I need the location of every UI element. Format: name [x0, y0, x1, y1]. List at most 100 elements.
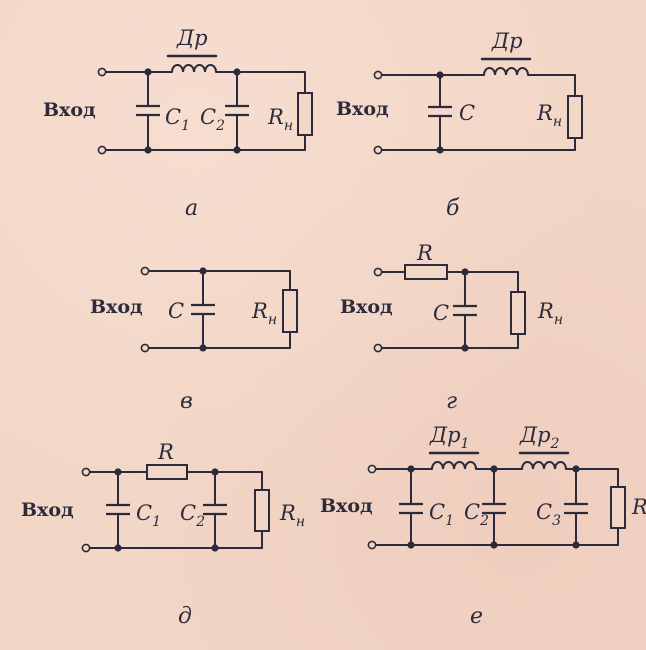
caption-b: б: [446, 196, 460, 221]
node-e: [572, 541, 580, 549]
node-a: [233, 146, 241, 154]
caption-v: в: [180, 389, 193, 414]
rn-label-b: Rн: [536, 101, 562, 130]
inductor-2-label-e: Др2: [519, 423, 560, 452]
wires-d: [85, 471, 263, 549]
node-g: [461, 268, 469, 276]
inductor-a: [166, 54, 218, 73]
node-a: [144, 146, 152, 154]
input-terminal-g: [373, 267, 383, 277]
rn-label-d: Rн: [279, 501, 305, 530]
capacitor-c3-e: [564, 502, 588, 515]
wires-g: [377, 271, 519, 349]
inductor-label-a: Др: [176, 26, 208, 50]
input-terminal-a: [97, 145, 107, 155]
c1-label-e: C1: [429, 500, 454, 529]
c1-label-a: C1: [165, 105, 190, 134]
input-label-d: Вход: [21, 499, 74, 521]
c2-label-e: C2: [464, 500, 489, 529]
circuit-a: Вход Др C1 C2 Rн а: [43, 26, 313, 221]
node-e: [490, 465, 498, 473]
rn-label-a: Rн: [267, 105, 293, 134]
c-label-b: C: [459, 101, 475, 125]
node-e: [490, 541, 498, 549]
input-terminal-v: [140, 343, 150, 353]
c1-label-d: C1: [136, 501, 161, 530]
inductor-b: [480, 57, 532, 76]
capacitor-c1-e: [399, 502, 423, 515]
node-d: [114, 468, 122, 476]
capacitor-c2-a: [225, 104, 249, 117]
rn-label-e: Rн: [631, 495, 646, 524]
c-label-v: C: [168, 299, 184, 323]
wires-b: [377, 74, 576, 151]
node-a: [233, 68, 241, 76]
inductor-1-e: [428, 451, 480, 470]
load-resistor-v: [282, 289, 298, 333]
input-terminal-e: [367, 540, 377, 550]
input-label-e: Вход: [320, 495, 373, 517]
node-b: [436, 146, 444, 154]
input-terminal-d: [81, 543, 91, 553]
node-d: [211, 468, 219, 476]
node-v: [199, 344, 207, 352]
load-resistor-a: [297, 92, 313, 136]
input-terminal-d: [81, 467, 91, 477]
node-e: [407, 541, 415, 549]
load-resistor-e: [610, 486, 626, 529]
input-label-b: Вход: [336, 98, 389, 120]
node-a: [144, 68, 152, 76]
circuit-d: Вход R C1 C2 Rн д: [21, 440, 305, 629]
input-terminal-g: [373, 343, 383, 353]
caption-g: г: [446, 389, 457, 414]
circuit-g: Вход R C Rн г: [340, 241, 563, 414]
node-d: [211, 544, 219, 552]
capacitor-c1-d: [106, 503, 130, 516]
c2-label-d: C2: [180, 501, 205, 530]
input-terminal-v: [140, 266, 150, 276]
wires-v: [144, 270, 291, 349]
capacitor-v: [191, 303, 215, 316]
input-label-a: Вход: [43, 99, 96, 121]
series-resistor-g: [404, 264, 448, 280]
caption-d: д: [178, 604, 192, 629]
node-g: [461, 344, 469, 352]
circuit-e: Вход Др1 Др2 C1 C2 C3 Rн е: [320, 423, 646, 629]
caption-e: е: [470, 604, 483, 629]
capacitor-g: [453, 304, 477, 317]
inductor-2-e: [518, 451, 570, 470]
node-b: [436, 71, 444, 79]
input-terminal-b: [373, 70, 383, 80]
load-resistor-g: [510, 291, 526, 335]
node-d: [114, 544, 122, 552]
node-e: [572, 465, 580, 473]
inductor-label-b: Др: [491, 29, 523, 53]
input-terminal-e: [367, 464, 377, 474]
load-resistor-d: [254, 489, 270, 532]
input-label-v: Вход: [90, 296, 143, 318]
c2-label-a: C2: [200, 105, 225, 134]
circuit-v: Вход C Rн в: [90, 266, 298, 414]
circuit-b: Вход Др C Rн б: [336, 29, 583, 221]
wires-e: [371, 468, 619, 546]
series-resistor-d: [146, 464, 188, 480]
wires-a: [101, 71, 306, 151]
capacitor-c2-e: [482, 502, 506, 515]
caption-a: а: [185, 196, 198, 221]
capacitor-c2-d: [203, 503, 227, 516]
r-label-d: R: [157, 440, 174, 464]
capacitor-c1-a: [136, 104, 160, 117]
input-terminal-b: [373, 145, 383, 155]
input-label-g: Вход: [340, 296, 393, 318]
node-e: [407, 465, 415, 473]
c-label-g: C: [433, 301, 449, 325]
load-resistor-b: [567, 95, 583, 139]
node-v: [199, 267, 207, 275]
c3-label-e: C3: [536, 500, 561, 529]
rn-label-g: Rн: [537, 299, 563, 328]
rn-label-v: Rн: [251, 299, 277, 328]
inductor-1-label-e: Др1: [429, 423, 469, 452]
capacitor-b: [428, 105, 452, 118]
